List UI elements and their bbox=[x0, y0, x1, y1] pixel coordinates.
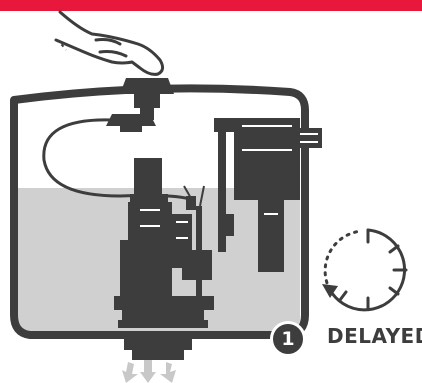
water-outflow-arrows-icon bbox=[122, 360, 176, 383]
delayed-mode-label: DELAYED bbox=[327, 324, 422, 348]
step-number-badge: 1 bbox=[270, 321, 306, 357]
flush-outlet bbox=[124, 334, 192, 360]
cable-loop bbox=[42, 118, 193, 202]
flush-valve-icon bbox=[114, 158, 214, 328]
flush-button-assembly bbox=[106, 78, 174, 132]
fill-valve-icon bbox=[214, 118, 322, 272]
hand-pressing-button-icon bbox=[54, 10, 165, 76]
delayed-timer-icon bbox=[323, 228, 408, 312]
top-accent-bar bbox=[0, 0, 422, 11]
timer-arrowhead bbox=[322, 284, 338, 298]
